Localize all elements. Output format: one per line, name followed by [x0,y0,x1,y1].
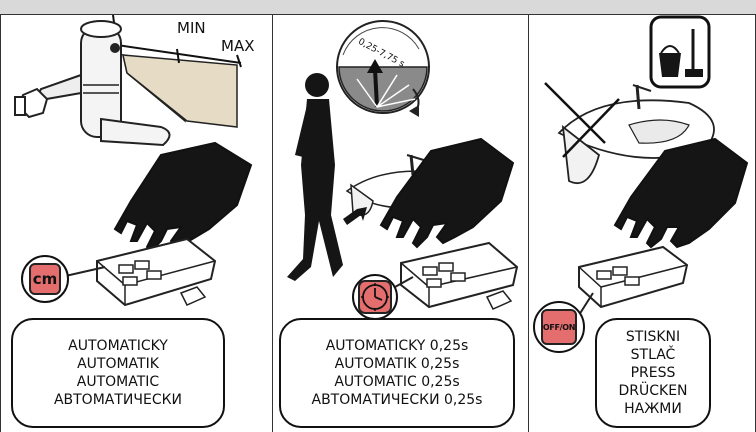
panel-cleaning-mode: OFF/ON STISKNI STLAČ PRESS DRÜCKEN НАЖМИ [529,15,756,432]
person-head [305,73,329,97]
caption-line: STLAČ [631,346,676,364]
caption-line: STISKNI [626,328,680,346]
hand-icon [381,139,513,247]
caption-automatic: AUTOMATICKY AUTOMATIK AUTOMATIC АВТОМАТИ… [11,318,225,428]
hand-icon [115,143,251,251]
person-icon [287,99,343,281]
panel-automatic-range: MIN MAX cm AUTOMATICKY AUTOMATIK AUTOMAT… [0,15,273,432]
timer-arrow-icon [375,69,377,107]
caption-line: AUTOMATICKY [68,337,168,355]
cm-button-badge: cm [21,255,69,303]
caption-line: НАЖМИ [624,400,682,418]
sensor-beam-max [123,55,237,127]
header-strip [0,0,756,15]
off-on-button-label: OFF/ON [541,309,577,345]
caption-line: AUTOMATIC 0,25s [334,373,459,391]
cm-button-label: cm [29,263,61,295]
caption-automatic-delay: AUTOMATICKY 0,25s AUTOMATIK 0,25s AUTOMA… [279,318,515,428]
caption-line: AUTOMATIK 0,25s [335,355,460,373]
caption-line: DRÜCKEN [618,382,687,400]
faucet-spout [101,119,170,145]
off-on-button-badge: OFF/ON [533,301,585,353]
caption-line: PRESS [631,364,676,382]
gauge-min-label: MIN [177,19,206,37]
caption-line: AUTOMATIC [77,373,159,391]
caption-line: АВТОМАТИЧЕСКИ 0,25s [312,391,483,409]
caption-line: AUTOMATICKY 0,25s [326,337,469,355]
panel-automatic-timer: 0,25-7,75 s AUTOMATICKY 0,25s AUTOMATIK … [273,15,529,432]
bucket-icon [659,53,681,77]
sensor-eye-icon [110,43,120,53]
gauge-max-label: MAX [221,37,254,55]
caption-line: AUTOMATIK [77,355,159,373]
caption-press: STISKNI STLAČ PRESS DRÜCKEN НАЖМИ [595,318,711,428]
caption-line: АВТОМАТИЧЕСКИ [54,391,182,409]
